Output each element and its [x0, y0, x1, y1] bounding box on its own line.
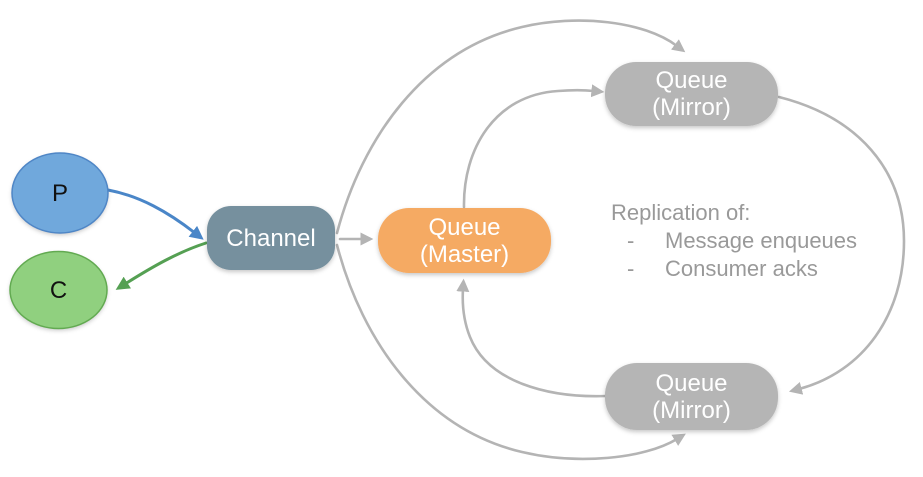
consumer-node — [10, 251, 107, 329]
bullet-dash: - — [627, 228, 635, 253]
replication-item-text: Consumer acks — [665, 256, 818, 281]
queue-mirror-top-node — [605, 62, 778, 126]
producer-node-outline — [11, 152, 109, 234]
queue-master-node — [378, 208, 551, 273]
edge-master-to-mirror-top — [462, 84, 605, 209]
replication-title: Replication of: — [611, 200, 751, 225]
edge-producer-to-channel — [106, 188, 204, 240]
edge-mirror-bottom-to-master — [456, 278, 608, 398]
queue-mirror-bottom-node — [605, 363, 778, 430]
replication-item: - Consumer acks — [611, 255, 857, 283]
producer-node — [12, 153, 108, 233]
replication-annotation: Replication of: - Message enqueues - Con… — [611, 199, 857, 283]
replication-item-text: Message enqueues — [665, 228, 858, 253]
edge-channel-to-consumer — [115, 241, 208, 290]
channel-node — [207, 206, 335, 270]
edge-channel-to-mirror-bottom — [335, 243, 686, 461]
edge-mirror-top-to-mirror-bottom — [777, 95, 906, 395]
bullet-dash: - — [627, 256, 635, 281]
consumer-node-outline — [9, 250, 108, 330]
edge-channel-to-mirror-top — [335, 19, 686, 235]
replication-item: - Message enqueues — [611, 227, 857, 255]
